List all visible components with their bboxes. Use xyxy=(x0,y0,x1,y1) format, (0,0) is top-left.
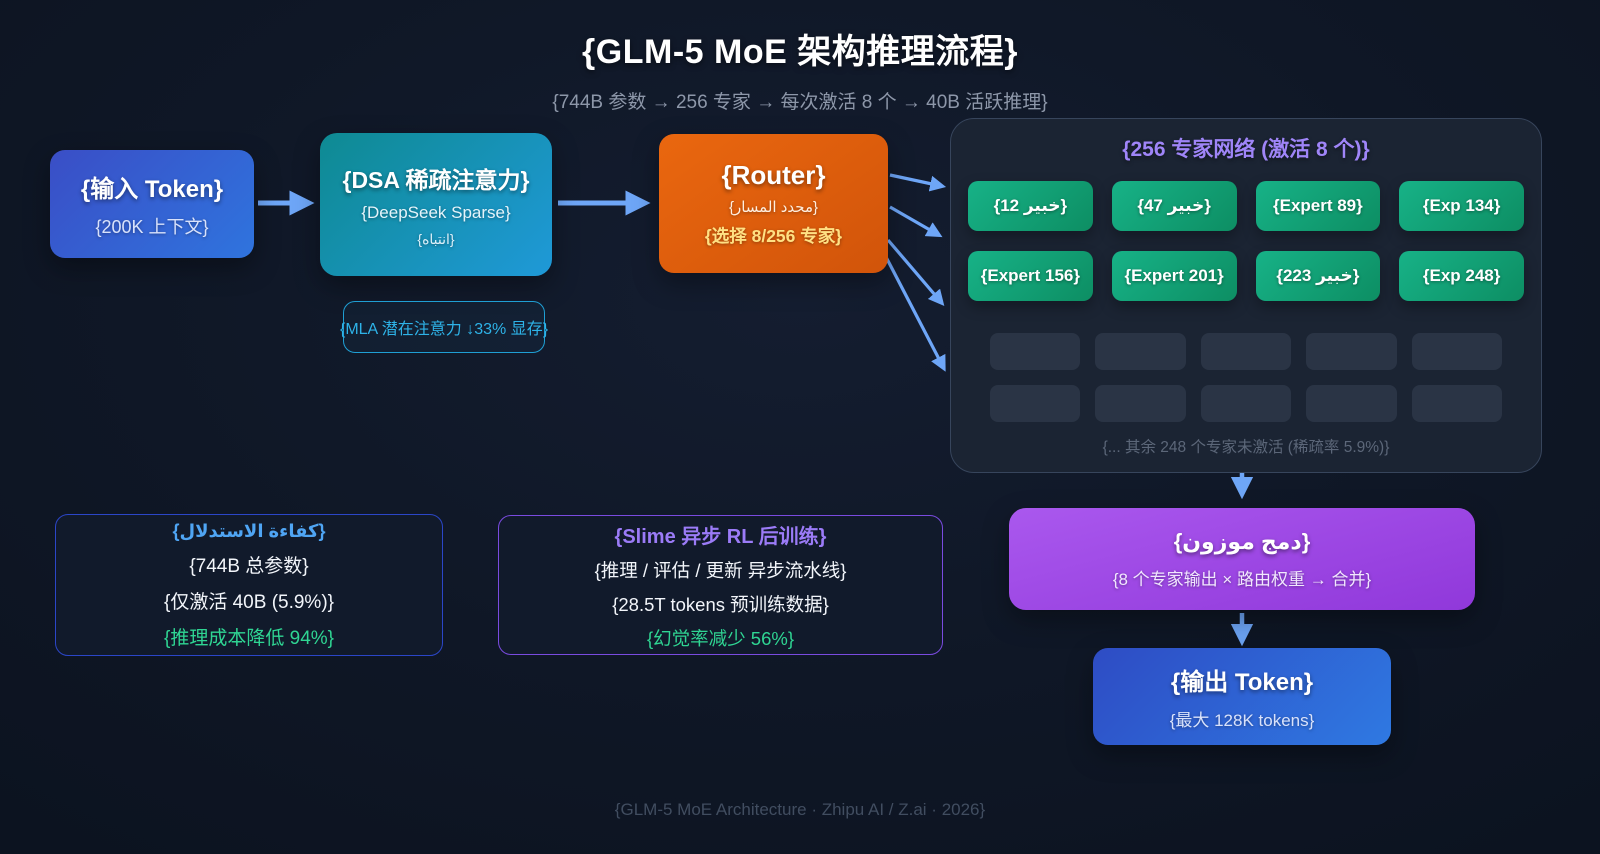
inference-efficiency-card: {كفاءة الاستدلال} {744B 总参数} {仅激活 40B (5… xyxy=(55,514,443,656)
inactive-expert-box xyxy=(1306,385,1397,422)
page-subtitle: {744B 参数 → 256 专家 → 每次激活 8 个 → 40B 活跃推理} xyxy=(552,92,1048,113)
dsa-line3: {انتباه} xyxy=(417,231,455,247)
inactive-expert-box xyxy=(1200,333,1292,370)
inactive-expert-box xyxy=(990,385,1081,422)
slime-card-title: {Slime 异步 RL 后训练} xyxy=(614,525,827,548)
expert-box: {Exp 134} xyxy=(1399,181,1524,231)
expert-box: {خبير 223} xyxy=(1255,251,1381,301)
page-title: {GLM-5 MoE 架构推理流程} xyxy=(582,33,1018,71)
arrow-router-to-expert-2 xyxy=(889,205,943,238)
expert-label: {Exp 248} xyxy=(1422,266,1501,285)
output-token-subtitle: {最大 128K tokens} xyxy=(1169,711,1315,730)
experts-panel-title: {256 专家网络 (激活 8 个)} xyxy=(1122,138,1370,161)
input-token-title: {输入 Token} xyxy=(80,176,224,203)
slime-line-1: {推理 / 评估 / 更新 异步流水线} xyxy=(594,559,847,581)
expert-label: {خبير 223} xyxy=(1276,266,1360,285)
expert-box: {خبير 47} xyxy=(1111,181,1237,231)
inactive-expert-box xyxy=(1095,333,1186,370)
merge-title: {دمج موزون} xyxy=(1173,528,1311,554)
expert-label: {خبير 12} xyxy=(993,196,1068,215)
slime-highlight: {幻觉率减少 56%} xyxy=(646,627,795,649)
efficiency-line-2: {仅激活 40B (5.9%)} xyxy=(163,591,335,613)
inactive-expert-box xyxy=(1411,333,1503,370)
expert-label: {Exp 134} xyxy=(1422,196,1501,215)
expert-box: {Expert 156} xyxy=(968,251,1093,301)
active-experts-row-1: {خبير 12} {خبير 47} {Expert 89} {Exp 134… xyxy=(968,181,1524,231)
router-title: {Router} xyxy=(721,159,826,190)
arrow-router-to-expert-3 xyxy=(886,238,945,306)
slime-line-2: {28.5T tokens 预训练数据} xyxy=(612,593,829,615)
inactive-expert-box xyxy=(1095,385,1186,422)
dsa-title: {DSA 稀疏注意力} xyxy=(342,167,530,193)
expert-label: {خبير 47} xyxy=(1137,196,1211,215)
router-node: {Router} {محدد المسار} {选择 8/256 专家} xyxy=(659,134,888,273)
mla-badge-label: {MLA 潜在注意力 ↓33% 显存} xyxy=(339,321,549,338)
slime-posttrain-card: {Slime 异步 RL 后训练} {推理 / 评估 / 更新 异步流水线} {… xyxy=(498,515,943,655)
inactive-experts-caption: {... 其余 248 个专家未激活 (稀疏率 5.9%)} xyxy=(1102,439,1390,456)
inactive-expert-box xyxy=(1200,385,1292,422)
input-token-subtitle: {200K 上下文} xyxy=(95,217,209,237)
inactive-experts-row-2 xyxy=(990,385,1503,422)
expert-label: {Expert 201} xyxy=(1124,266,1224,285)
output-token-node: {输出 Token} {最大 128K tokens} xyxy=(1093,648,1391,745)
dsa-attention-node: {DSA 稀疏注意力} {DeepSeek Sparse} {انتباه} xyxy=(320,133,552,276)
inactive-expert-box xyxy=(1411,385,1503,422)
router-line2: {محدد المسار} xyxy=(728,198,819,216)
arrow-router-to-expert-4 xyxy=(884,256,946,372)
inactive-expert-box xyxy=(990,333,1081,370)
footer-caption: {GLM-5 MoE Architecture · Zhipu AI / Z.a… xyxy=(614,800,986,819)
arrow-router-to-expert-1 xyxy=(889,173,947,192)
inactive-experts-row-1 xyxy=(990,333,1503,370)
expert-box: {Expert 201} xyxy=(1111,251,1237,301)
efficiency-card-title: {كفاءة الاستدلال} xyxy=(172,520,326,541)
expert-label: {Expert 89} xyxy=(1272,196,1363,215)
expert-label: {Expert 156} xyxy=(980,266,1080,285)
router-line3: {选择 8/256 专家} xyxy=(704,225,843,246)
experts-panel: {256 专家网络 (激活 8 个)} {خبير 12} {خبير 47} … xyxy=(950,118,1542,473)
merge-subtitle: {8 个专家输出 × 路由权重 → 合并} xyxy=(1112,569,1372,589)
efficiency-line-1: {744B 总参数} xyxy=(189,555,309,577)
dsa-line2: {DeepSeek Sparse} xyxy=(361,203,511,222)
expert-box: {Expert 89} xyxy=(1255,181,1381,231)
weighted-merge-node: {دمج موزون} {8 个专家输出 × 路由权重 → 合并} xyxy=(1009,508,1475,610)
header: {GLM-5 MoE 架构推理流程} {744B 参数 → 256 专家 → 每… xyxy=(0,24,1600,114)
input-token-node: {输入 Token} {200K 上下文} xyxy=(50,150,254,258)
active-experts-row-2: {Expert 156} {Expert 201} {خبير 223} {Ex… xyxy=(968,251,1524,301)
expert-box: {خبير 12} xyxy=(968,181,1093,231)
inactive-expert-box xyxy=(1306,333,1397,370)
expert-box: {Exp 248} xyxy=(1399,251,1524,301)
inactive-experts-grid xyxy=(990,333,1503,422)
efficiency-highlight: {推理成本降低 94%} xyxy=(164,627,334,649)
mla-memory-badge: {MLA 潜在注意力 ↓33% 显存} xyxy=(339,301,549,353)
output-token-title: {输出 Token} xyxy=(1170,669,1314,696)
